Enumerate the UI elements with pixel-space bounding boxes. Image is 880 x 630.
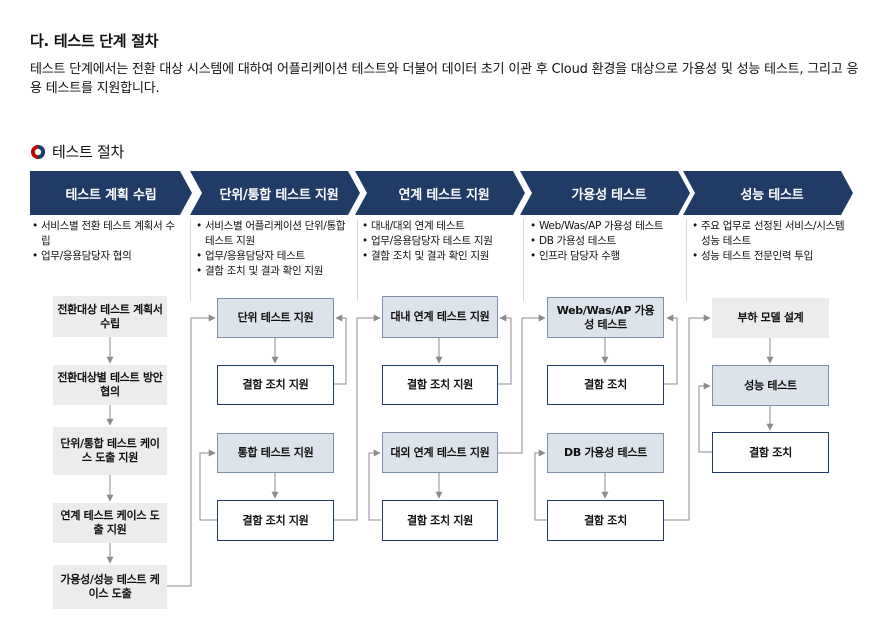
phase-performance: 성능 테스트 xyxy=(683,171,853,215)
bullet-item: Web/Was/AP 가용성 테스트 xyxy=(530,219,678,234)
column-divider xyxy=(190,219,191,301)
column-divider xyxy=(357,219,358,301)
column-divider xyxy=(686,219,687,301)
phase-label: 단위/통합 테스트 지원 xyxy=(219,187,339,203)
phase-label: 가용성 테스트 xyxy=(571,187,647,203)
bullet-item: 업무/응용담당자 협의 xyxy=(32,249,184,264)
flow-arrow xyxy=(663,314,678,385)
planning-step-box: 단위/통합 테스트 케이스 도출 지원 xyxy=(53,427,167,475)
performance-test-box: 성능 테스트 xyxy=(712,365,829,406)
flow-arrow xyxy=(368,449,381,521)
planning-step-box: 전환대상별 테스트 방안 협의 xyxy=(53,365,167,405)
phase-description: 주요 업무로 선정된 서비스/시스템 성능 테스트 성능 테스트 전문인력 투입 xyxy=(692,219,854,264)
unit-test-box: 단위 테스트 지원 xyxy=(217,298,334,338)
flow-arrow xyxy=(199,449,217,521)
defect-fix-box: 결함 조치 지원 xyxy=(217,365,334,405)
flow-arrow xyxy=(333,314,381,521)
was-availability-test-box: Web/Was/AP 가용성 테스트 xyxy=(547,297,664,338)
bullet-item: 서비스별 전환 테스트 계획서 수립 xyxy=(32,219,184,249)
external-link-test-box: 대외 연계 테스트 지원 xyxy=(382,432,498,473)
internal-link-test-box: 대내 연계 테스트 지원 xyxy=(382,296,498,338)
integration-test-box: 통합 테스트 지원 xyxy=(217,433,334,473)
phase-label: 연계 테스트 지원 xyxy=(398,187,490,203)
subheading: 테스트 절차 xyxy=(30,141,124,162)
defect-fix-box: 결함 조치 xyxy=(547,365,664,405)
phase-planning: 테스트 계획 수립 xyxy=(30,171,192,215)
flow-arrow xyxy=(663,314,711,521)
phase-description: 서비스별 어플리케이션 단위/통합 테스트 지원 업무/응용담당자 테스트 결함… xyxy=(196,219,354,279)
bullet-item: 결함 조치 및 결과 확인 지원 xyxy=(362,249,522,264)
phase-description: Web/Was/AP 가용성 테스트 DB 가용성 테스트 인프라 담당자 수행 xyxy=(530,219,678,264)
planning-step-box: 전환대상 테스트 계획서 수립 xyxy=(53,296,167,337)
phase-label: 테스트 계획 수립 xyxy=(65,187,157,203)
phase-integration-link: 연계 테스트 지원 xyxy=(355,171,525,215)
bullet-item: 성능 테스트 전문인력 투입 xyxy=(692,249,854,264)
load-model-box: 부하 모델 설계 xyxy=(712,298,829,338)
bullet-item: 주요 업무로 선정된 서비스/시스템 성능 테스트 xyxy=(692,219,854,249)
phase-description: 대내/대외 연계 테스트 업무/응용담당자 테스트 지원 결함 조치 및 결과 … xyxy=(362,219,522,264)
section-heading: 다. 테스트 단계 절차 xyxy=(30,32,159,50)
defect-fix-box: 결함 조치 xyxy=(547,500,664,541)
section-intro: 테스트 단계에서는 전환 대상 시스템에 대하여 어플리케이션 테스트와 더불어… xyxy=(30,62,859,96)
flow-arrow xyxy=(497,314,546,454)
flow-arrow xyxy=(698,382,712,453)
flow-arrow xyxy=(497,314,512,385)
bullet-item: 업무/응용담당자 테스트 지원 xyxy=(362,234,522,249)
db-availability-test-box: DB 가용성 테스트 xyxy=(547,433,664,473)
defect-fix-box: 결함 조치 지원 xyxy=(217,500,334,541)
bullet-item: DB 가용성 테스트 xyxy=(530,234,678,249)
column-divider xyxy=(523,219,524,301)
bullet-item: 업무/응용담당자 테스트 xyxy=(196,249,354,264)
defect-fix-box: 결함 조치 xyxy=(712,432,829,473)
flow-arrow xyxy=(534,449,547,521)
flow-arrow xyxy=(166,314,216,587)
bullet-item: 서비스별 어플리케이션 단위/통합 테스트 지원 xyxy=(196,219,354,249)
phase-unit-integration: 단위/통합 테스트 지원 xyxy=(190,171,360,215)
planning-step-box: 가용성/성능 테스트 케이스 도출 xyxy=(53,565,167,609)
phase-description: 서비스별 전환 테스트 계획서 수립 업무/응용담당자 협의 xyxy=(32,219,184,264)
circle-bullet-icon xyxy=(31,144,45,159)
bullet-item: 대내/대외 연계 테스트 xyxy=(362,219,522,234)
phase-label: 성능 테스트 xyxy=(740,187,804,203)
planning-step-box: 연계 테스트 케이스 도출 지원 xyxy=(53,503,167,543)
subheading-text: 테스트 절차 xyxy=(52,143,124,161)
defect-fix-box: 결함 조치 지원 xyxy=(382,500,498,541)
bullet-item: 결함 조치 및 결과 확인 지원 xyxy=(196,264,354,279)
defect-fix-box: 결함 조치 지원 xyxy=(382,365,498,405)
phase-availability: 가용성 테스트 xyxy=(520,171,690,215)
flow-arrow xyxy=(333,314,347,385)
bullet-item: 인프라 담당자 수행 xyxy=(530,249,678,264)
